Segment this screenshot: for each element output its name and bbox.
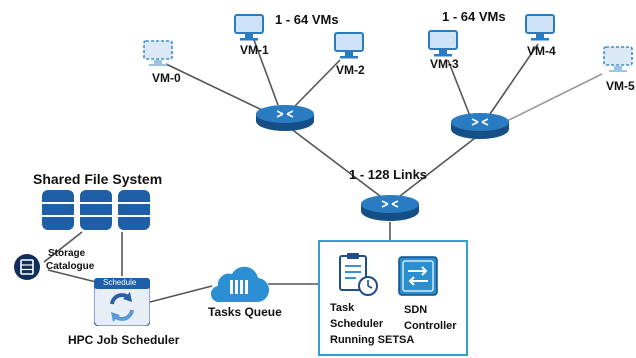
links-label: 1 - 128 Links [349, 167, 428, 182]
router-left-icon [254, 104, 316, 132]
link-router-left-core [289, 127, 381, 197]
storage-catalogue-label-line1: Storage [48, 248, 86, 259]
link-router-left-vm2 [294, 59, 341, 107]
task-scheduler-line1: Task [330, 302, 355, 314]
vm-5-monitor-icon [602, 46, 636, 79]
vm-3-label: VM-3 [430, 57, 459, 71]
link-router-left-vm0 [165, 63, 263, 111]
vm-4-monitor-icon [524, 14, 558, 47]
tasks-queue-label: Tasks Queue [208, 305, 282, 319]
link-scheduler-queue [149, 285, 213, 303]
vm-1-label: VM-1 [240, 43, 269, 57]
link-catalogue-scheduler [47, 269, 97, 283]
storage-catalogue-icon [12, 252, 42, 287]
vm-1-monitor-icon [233, 14, 267, 47]
shared-fs-label: Shared File System [33, 171, 163, 187]
vm-4-label: VM-4 [527, 44, 556, 58]
sdn-controller-icon [398, 256, 438, 301]
hpc-scheduler-label: HPC Job Scheduler [68, 333, 180, 347]
storage-catalogue-label-line2: Catalogue [46, 261, 95, 272]
vm-0-label: VM-0 [152, 71, 181, 85]
vm-2-label: VM-2 [336, 63, 365, 77]
vm-3-monitor-icon [427, 30, 461, 63]
vm-group-count-left: 1 - 64 VMs [275, 12, 339, 27]
hpc-scheduler-icon [93, 277, 151, 331]
link-router-right-vm5 [504, 73, 603, 123]
vm-5-label: VM-5 [606, 79, 635, 93]
link-fs-catalogue [43, 231, 83, 263]
sdn-controller-line2: Controller [404, 320, 457, 332]
link-router-left-vm1 [253, 39, 279, 106]
task-scheduler-clipboard-icon [336, 252, 380, 303]
task-scheduler-line2: Scheduler [330, 318, 384, 330]
link-router-right-core [399, 137, 476, 197]
cloud-icon [206, 262, 270, 311]
vm-0-monitor-icon [142, 40, 176, 73]
link-router-right-vm4 [489, 43, 539, 115]
router-core-icon [359, 194, 421, 222]
database-icon [40, 190, 156, 239]
link-router-right-vm3 [447, 59, 471, 117]
vm-group-count-right: 1 - 64 VMs [442, 9, 506, 24]
sdn-controller-line1: SDN [404, 304, 428, 316]
hpc-scheduler-badge: Schedule [103, 278, 137, 287]
task-scheduler-line3: Running SETSA [330, 334, 415, 346]
router-right-icon [449, 112, 511, 140]
vm-2-monitor-icon [333, 32, 367, 65]
